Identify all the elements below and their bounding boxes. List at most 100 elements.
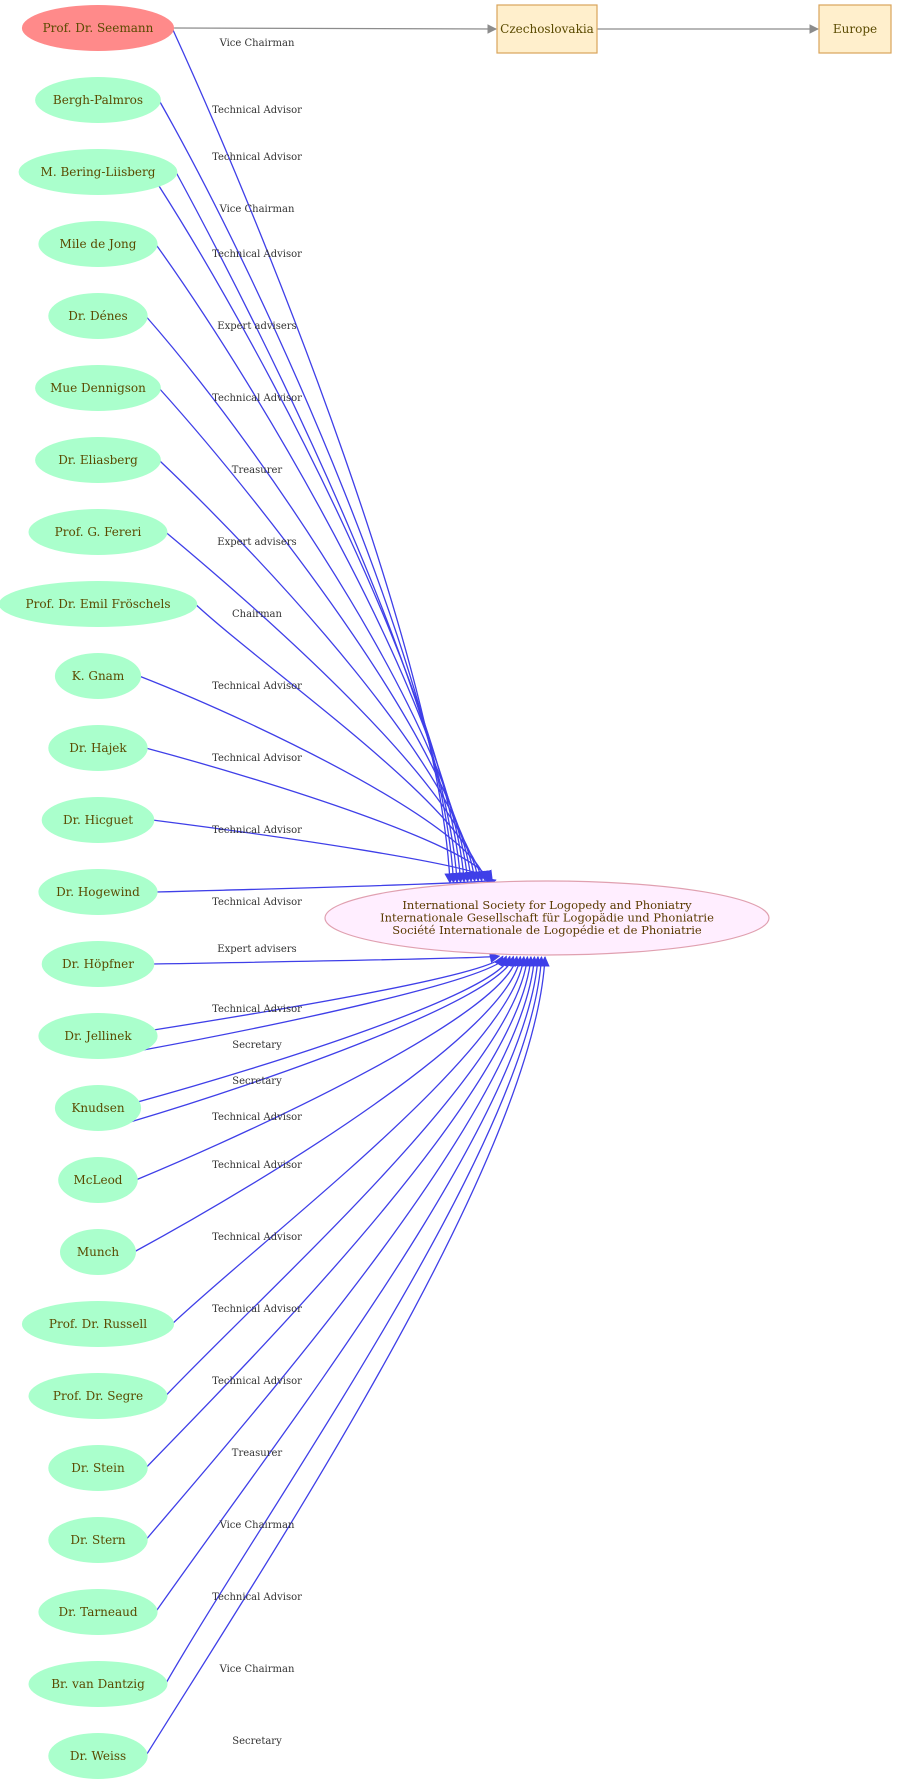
node-mcleod[interactable] — [58, 1157, 138, 1203]
node-van-dantzig[interactable] — [28, 1661, 168, 1707]
edge-hajek-1 — [145, 747, 491, 882]
edge-label-bering-liisberg-2: Vice Chairman — [219, 204, 295, 215]
node-label-denes: Dr. Dénes — [68, 309, 127, 323]
edge-mcleod-1 — [135, 955, 521, 1181]
node-froschels[interactable] — [0, 581, 198, 627]
edge-bering-liisberg-2 — [158, 185, 466, 883]
node-gnam[interactable] — [54, 653, 142, 699]
node-label-van-dantzig: Br. van Dantzig — [51, 1677, 145, 1691]
edge-jellinek-2 — [143, 955, 508, 1051]
edge-label-segre-1: Technical Advisor — [212, 1376, 302, 1387]
node-label-dennigson: Mue Dennigson — [50, 381, 146, 395]
edge-weiss-1 — [145, 955, 550, 1757]
edge-stern-1 — [145, 955, 539, 1541]
central-node-line-1: International Society for Logopedy and P… — [402, 898, 692, 912]
edge-label-stern-1: Vice Chairman — [219, 1520, 295, 1531]
node-denes[interactable] — [48, 293, 148, 339]
node-hogewind[interactable] — [38, 869, 158, 915]
edge-russell-1 — [171, 955, 529, 1325]
node-tarneaud[interactable] — [38, 1589, 158, 1635]
node-weiss[interactable] — [48, 1733, 148, 1779]
node-fereri[interactable] — [28, 509, 168, 555]
node-de-jong[interactable] — [38, 221, 158, 267]
edge-seemann-1 — [171, 27, 455, 884]
edges-layer — [130, 27, 550, 1757]
node-label-bergh-palmros: Bergh-Palmros — [53, 93, 143, 107]
node-stein[interactable] — [48, 1445, 148, 1491]
node-bering-liisberg[interactable] — [18, 149, 178, 195]
node-jellinek[interactable] — [38, 1013, 158, 1059]
node-label-eliasberg: Dr. Eliasberg — [58, 453, 138, 467]
node-label-russell: Prof. Dr. Russell — [49, 1317, 147, 1331]
edge-label-knudsen-2: Technical Advisor — [212, 1112, 302, 1123]
node-stern[interactable] — [48, 1517, 148, 1563]
edge-segre-1 — [165, 955, 532, 1397]
node-russell[interactable] — [21, 1301, 175, 1347]
edge-fereri-1 — [165, 531, 483, 882]
edge-label-hopfner-1: Expert advisers — [217, 944, 296, 955]
node-label-hajek: Dr. Hajek — [69, 741, 127, 755]
box-label-europe: Europe — [833, 22, 877, 36]
edge-label-eliasberg-1: Treasurer — [232, 465, 283, 476]
edge-hicguet-1 — [152, 819, 493, 882]
node-hajek[interactable] — [48, 725, 148, 771]
edge-label-froschels-1: Chairman — [232, 609, 282, 620]
node-label-stern: Dr. Stern — [70, 1533, 126, 1547]
edge-label-hajek-1: Technical Advisor — [212, 753, 302, 764]
node-bergh-palmros[interactable] — [35, 77, 161, 123]
edge-bering-liisberg-1 — [172, 165, 462, 884]
node-label-segre: Prof. Dr. Segre — [53, 1389, 143, 1403]
node-label-hogewind: Dr. Hogewind — [56, 885, 140, 899]
edge-label-russell-1: Technical Advisor — [212, 1304, 302, 1315]
edge-label-fereri-1: Expert advisers — [217, 537, 296, 548]
edge-label-van-dantzig-1: Vice Chairman — [219, 1664, 295, 1675]
edge-knudsen-2 — [130, 955, 517, 1123]
edge-dennigson-1 — [158, 387, 476, 883]
central-node[interactable] — [324, 880, 770, 956]
edge-van-dantzig-1 — [164, 955, 547, 1685]
edge-label-gnam-1: Technical Advisor — [212, 681, 302, 692]
edge-label-seemann-1: Vice Chairman — [219, 38, 295, 49]
node-seemann[interactable] — [21, 5, 175, 51]
node-label-jellinek: Dr. Jellinek — [64, 1029, 132, 1043]
edge-tarneaud-1 — [155, 955, 543, 1613]
node-label-hicguet: Dr. Hicguet — [63, 813, 133, 827]
node-hopfner[interactable] — [41, 941, 155, 987]
node-label-de-jong: Mile de Jong — [60, 237, 137, 251]
edge-label-denes-1: Expert advisers — [217, 321, 296, 332]
central-node-line-3: Société Internationale de Logopédie et d… — [392, 923, 702, 937]
box-czechoslovakia — [496, 4, 598, 54]
node-label-knudsen: Knudsen — [71, 1101, 124, 1115]
edge-label-weiss-1: Secretary — [232, 1736, 282, 1747]
edge-label-knudsen-1: Secretary — [232, 1076, 282, 1087]
node-label-mcleod: McLeod — [74, 1173, 123, 1187]
edge-munch-1 — [133, 955, 525, 1253]
edge-label-de-jong-1: Technical Advisor — [212, 249, 302, 260]
edge-label-dennigson-1: Technical Advisor — [212, 393, 302, 404]
node-segre[interactable] — [28, 1373, 168, 1419]
edge-label-jellinek-2: Secretary — [232, 1040, 282, 1051]
node-dennigson[interactable] — [35, 365, 161, 411]
node-eliasberg[interactable] — [35, 437, 161, 483]
box-label-czechoslovakia: Czechoslovakia — [500, 22, 594, 36]
edge-label-bergh-palmros-1: Technical Advisor — [212, 105, 302, 116]
node-label-fereri: Prof. G. Fereri — [55, 525, 142, 539]
node-munch[interactable] — [60, 1229, 136, 1275]
edge-label-tarneaud-1: Technical Advisor — [212, 1592, 302, 1603]
node-knudsen[interactable] — [54, 1085, 142, 1131]
edge-hogewind-1 — [155, 877, 497, 893]
edge-froschels-1 — [194, 603, 486, 882]
links-layer — [174, 24, 819, 34]
node-label-weiss: Dr. Weiss — [70, 1749, 126, 1763]
node-label-munch: Munch — [77, 1245, 119, 1259]
node-hicguet[interactable] — [41, 797, 155, 843]
edge-label-bering-liisberg-1: Technical Advisor — [212, 152, 302, 163]
edge-bergh-palmros-1 — [158, 99, 459, 884]
box-europe — [818, 4, 892, 54]
edge-label-jellinek-1: Technical Advisor — [212, 1004, 302, 1015]
node-label-stein: Dr. Stein — [71, 1461, 125, 1475]
node-label-bering-liisberg: M. Bering-Liisberg — [41, 165, 156, 179]
edge-label-hicguet-1: Technical Advisor — [212, 825, 302, 836]
edge-label-mcleod-1: Technical Advisor — [212, 1160, 302, 1171]
node-label-tarneaud: Dr. Tarneaud — [58, 1605, 137, 1619]
